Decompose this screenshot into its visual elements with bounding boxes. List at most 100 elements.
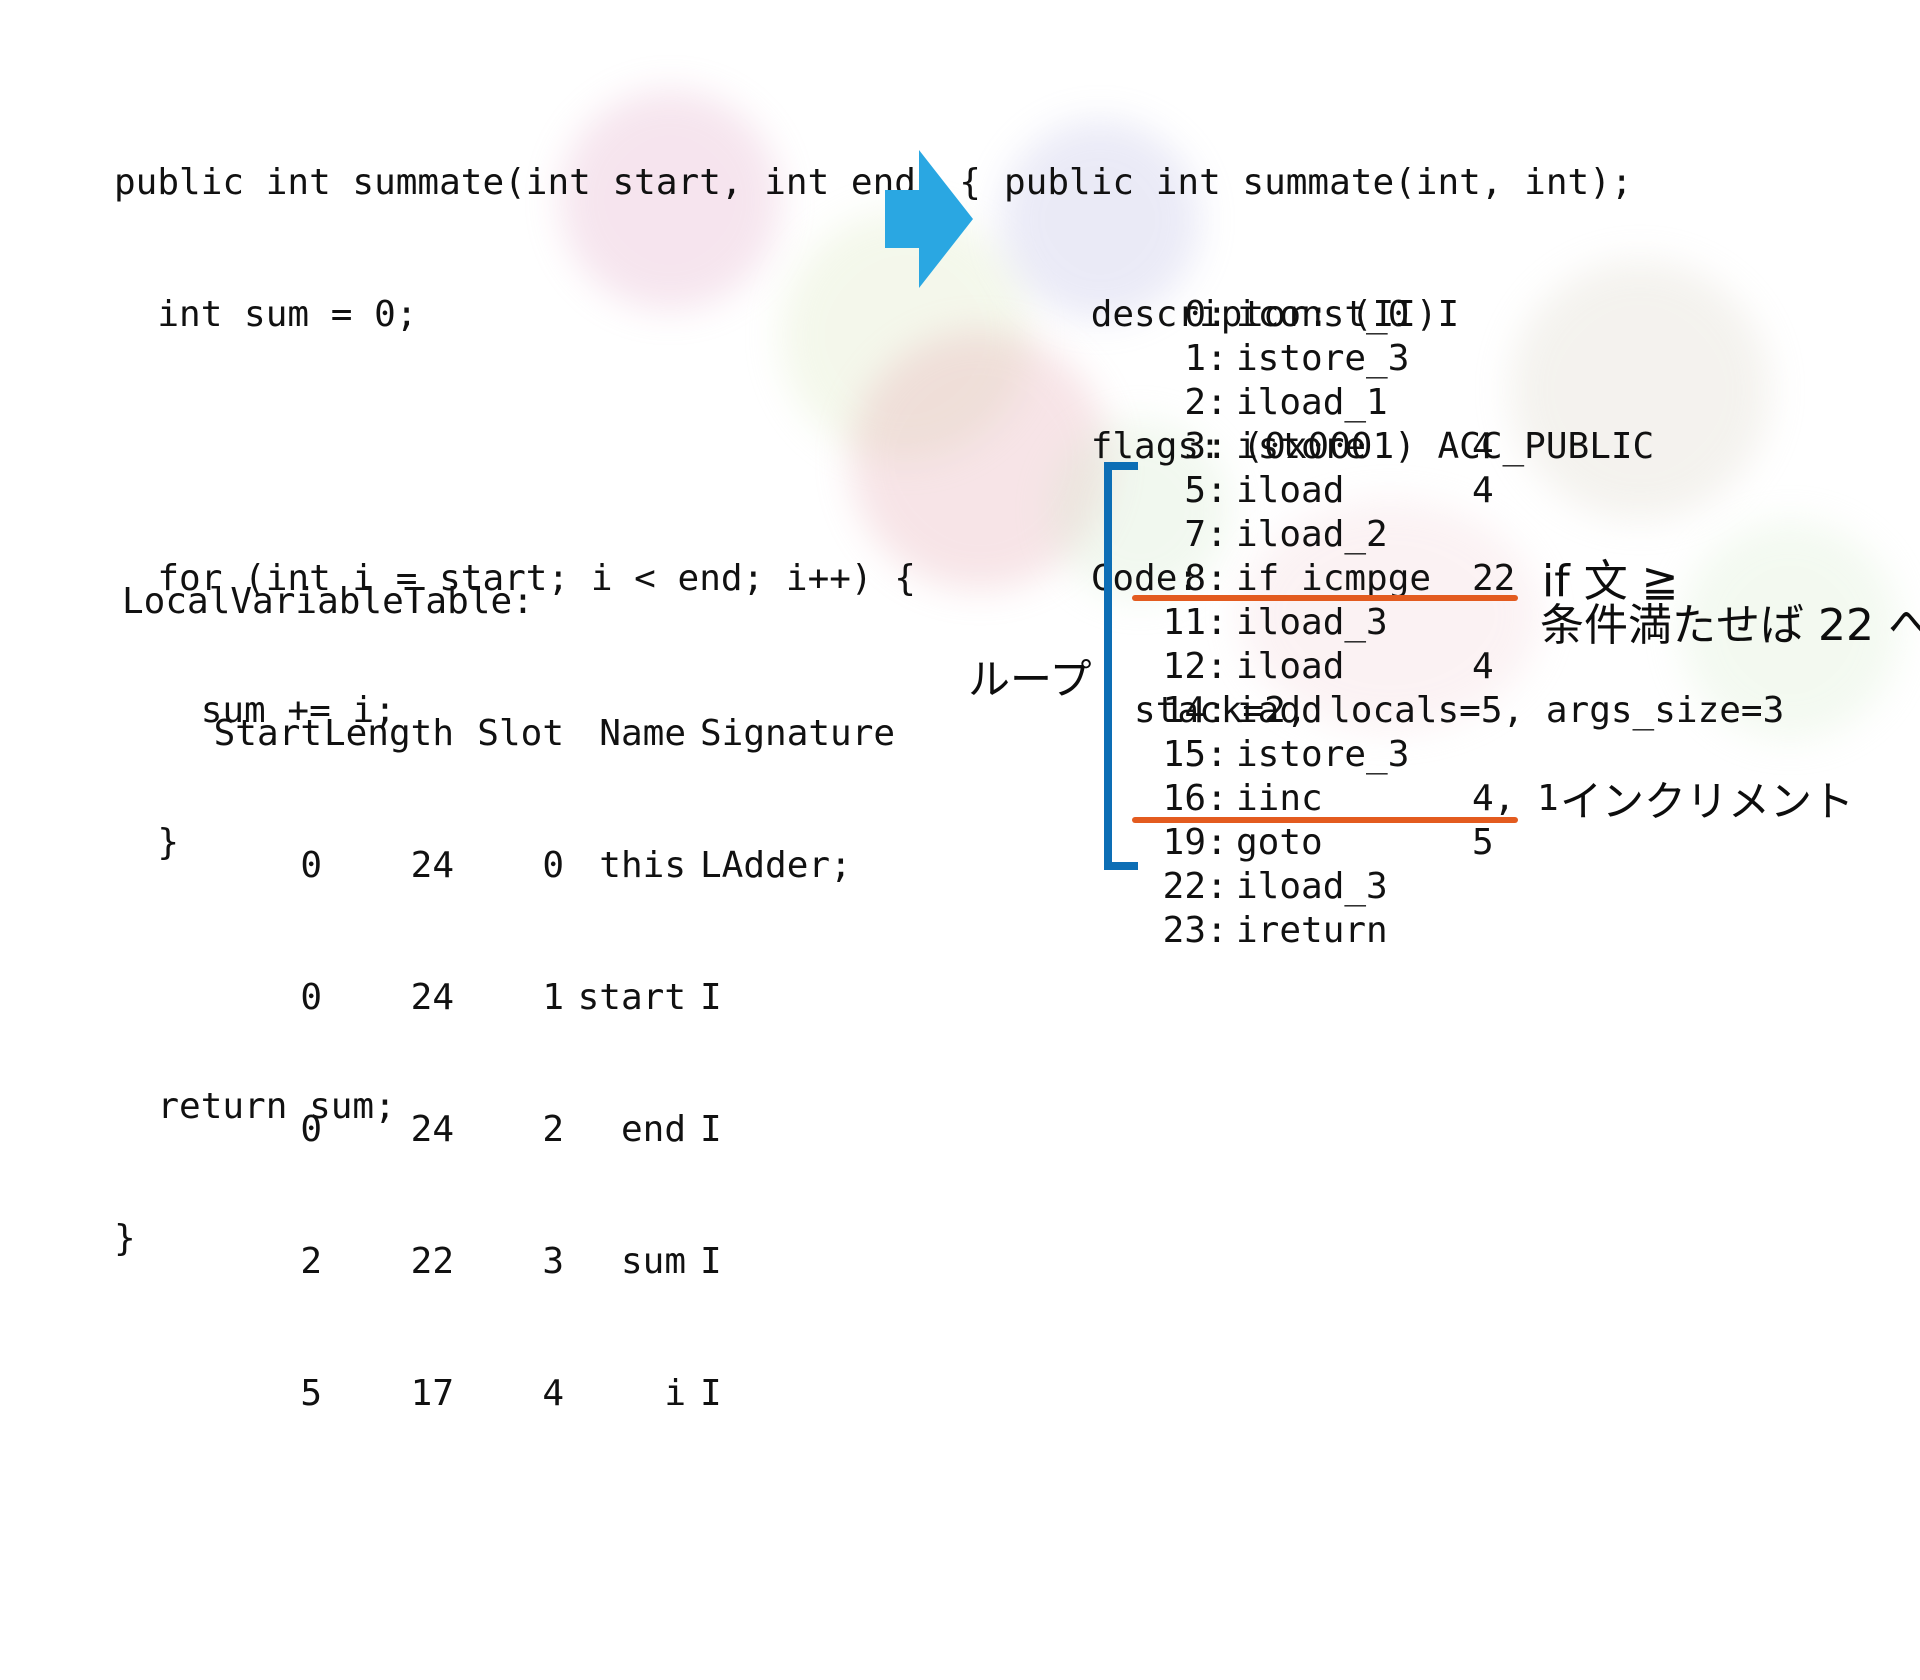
- instruction-colon: :: [1206, 558, 1228, 599]
- transform-arrow-icon: [885, 150, 973, 288]
- instruction-colon: :: [1206, 646, 1228, 687]
- instruction-opcode: iadd: [1236, 690, 1323, 731]
- cell-length: 24: [410, 845, 454, 886]
- instruction-opcode: istore: [1236, 426, 1367, 467]
- cell-slot: 4: [542, 1373, 564, 1414]
- cell-slot: 1: [542, 977, 564, 1018]
- instruction-argument: 5: [1472, 822, 1494, 863]
- bytecode-header-line: public int summate(int, int);: [1004, 162, 1633, 203]
- background-macaron-beige: [1510, 260, 1770, 520]
- instruction-opcode: istore_3: [1236, 338, 1410, 379]
- instruction-index: 14: [1162, 690, 1206, 731]
- cell-name: this: [599, 845, 686, 886]
- condition-annotation: 条件満たせば 22 へ: [1540, 600, 1920, 651]
- background-macaron-rose: [850, 330, 1110, 590]
- cell-signature: I: [700, 1109, 722, 1150]
- background-macaron-purple: [1000, 120, 1200, 320]
- instruction-opcode: iload: [1236, 646, 1345, 687]
- instruction-colon: :: [1206, 514, 1228, 555]
- cell-slot: 0: [542, 845, 564, 886]
- table-row: 0 24 2 end I: [162, 1108, 922, 1152]
- increment-annotation: インクリメント: [1560, 777, 1855, 826]
- instruction-index: 7: [1184, 514, 1206, 555]
- instruction-index: 16: [1162, 778, 1206, 819]
- instruction-colon: :: [1206, 822, 1228, 863]
- instruction-index: 1: [1184, 338, 1206, 379]
- background-macaron-mint: [1680, 520, 1900, 740]
- instruction-opcode: iconst_0: [1236, 294, 1410, 335]
- instruction-colon: :: [1206, 778, 1228, 819]
- cell-length: 22: [410, 1241, 454, 1282]
- loop-bracket: [1104, 462, 1138, 870]
- cell-signature: LAdder;: [700, 845, 852, 886]
- instruction-index: 15: [1162, 734, 1206, 775]
- if-branch-marker-line: [1132, 595, 1518, 601]
- cell-length: 24: [410, 1109, 454, 1150]
- background-macaron-light-pink: [1240, 500, 1540, 730]
- macaron-background: [560, 90, 1900, 740]
- instruction-opcode: iload_1: [1236, 382, 1388, 423]
- instruction-index: 11: [1162, 602, 1206, 643]
- instruction-opcode: ireturn: [1236, 910, 1388, 951]
- instruction-colon: :: [1206, 866, 1228, 907]
- cell-name: sum: [620, 1241, 686, 1282]
- cell-start: 0: [300, 845, 322, 886]
- instruction-index: 0: [1184, 294, 1206, 335]
- cell-signature: I: [700, 1373, 722, 1414]
- java-source-code: public int summate(int start, int end) {…: [114, 73, 981, 1305]
- instruction-opcode: iload_2: [1236, 514, 1388, 555]
- table-header-row: Start Length Slot Name Signature: [162, 712, 922, 756]
- header-slot: Slot: [477, 713, 564, 754]
- local-variable-table-body: Start Length Slot Name Signature 0 24 0 …: [162, 624, 922, 1504]
- arrow-shape: [885, 150, 973, 288]
- instruction-colon: :: [1206, 910, 1228, 951]
- cell-signature: I: [700, 977, 722, 1018]
- loop-annotation: ループ: [968, 655, 1092, 704]
- cell-start: 2: [300, 1241, 322, 1282]
- java-source-line: [114, 425, 981, 469]
- background-macaron-pink: [560, 90, 780, 310]
- bytecode-header-line: flags: (0x0001) ACC_PUBLIC: [1004, 426, 1655, 467]
- background-macaron-pale-green: [1050, 420, 1230, 600]
- instruction-argument: 4: [1472, 646, 1494, 687]
- cell-name: end: [620, 1109, 686, 1150]
- background-macaron-green: [780, 210, 1030, 460]
- if-statement-annotation: if 文 ≧: [1542, 556, 1679, 607]
- instruction-colon: :: [1206, 294, 1228, 335]
- instruction-opcode: iload: [1236, 470, 1345, 511]
- cell-name: start: [577, 977, 686, 1018]
- header-signature: Signature: [700, 713, 896, 754]
- cell-length: 24: [410, 977, 454, 1018]
- instruction-index: 5: [1184, 470, 1206, 511]
- instruction-argument: 4, 1: [1472, 778, 1559, 819]
- cell-slot: 3: [542, 1241, 564, 1282]
- table-row: 0 24 1 start I: [162, 976, 922, 1020]
- instruction-index: 12: [1162, 646, 1206, 687]
- instruction-index: 2: [1184, 382, 1206, 423]
- instruction-opcode: iinc: [1236, 778, 1323, 819]
- cell-signature: I: [700, 1241, 722, 1282]
- local-variable-table-title: LocalVariableTable:: [122, 581, 534, 622]
- java-source-line: int sum = 0;: [114, 294, 418, 335]
- cell-name: i: [664, 1373, 686, 1414]
- instruction-colon: :: [1206, 382, 1228, 423]
- instruction-opcode: if_icmpge: [1236, 558, 1432, 599]
- increment-marker-line: [1132, 817, 1518, 823]
- instruction-colon: :: [1206, 426, 1228, 467]
- java-source-line: }: [114, 822, 180, 863]
- table-row: 2 22 3 sum I: [162, 1240, 922, 1284]
- java-source-line: sum += i;: [114, 690, 396, 731]
- instruction-index: 23: [1162, 910, 1206, 951]
- table-row: 0 24 0 this LAdder;: [162, 844, 922, 888]
- header-name: Name: [599, 713, 686, 754]
- instruction-argument: 4: [1472, 426, 1494, 467]
- instruction-argument: 4: [1472, 470, 1494, 511]
- instruction-opcode: goto: [1236, 822, 1323, 863]
- cell-start: 0: [300, 977, 322, 1018]
- java-source-line: for (int i = start; i < end; i++) {: [114, 558, 916, 599]
- instruction-index: 8: [1184, 558, 1206, 599]
- header-start: Start: [213, 713, 322, 754]
- instruction-index: 22: [1162, 866, 1206, 907]
- table-row: 5 17 4 i I: [162, 1372, 922, 1416]
- instruction-index: 3: [1184, 426, 1206, 467]
